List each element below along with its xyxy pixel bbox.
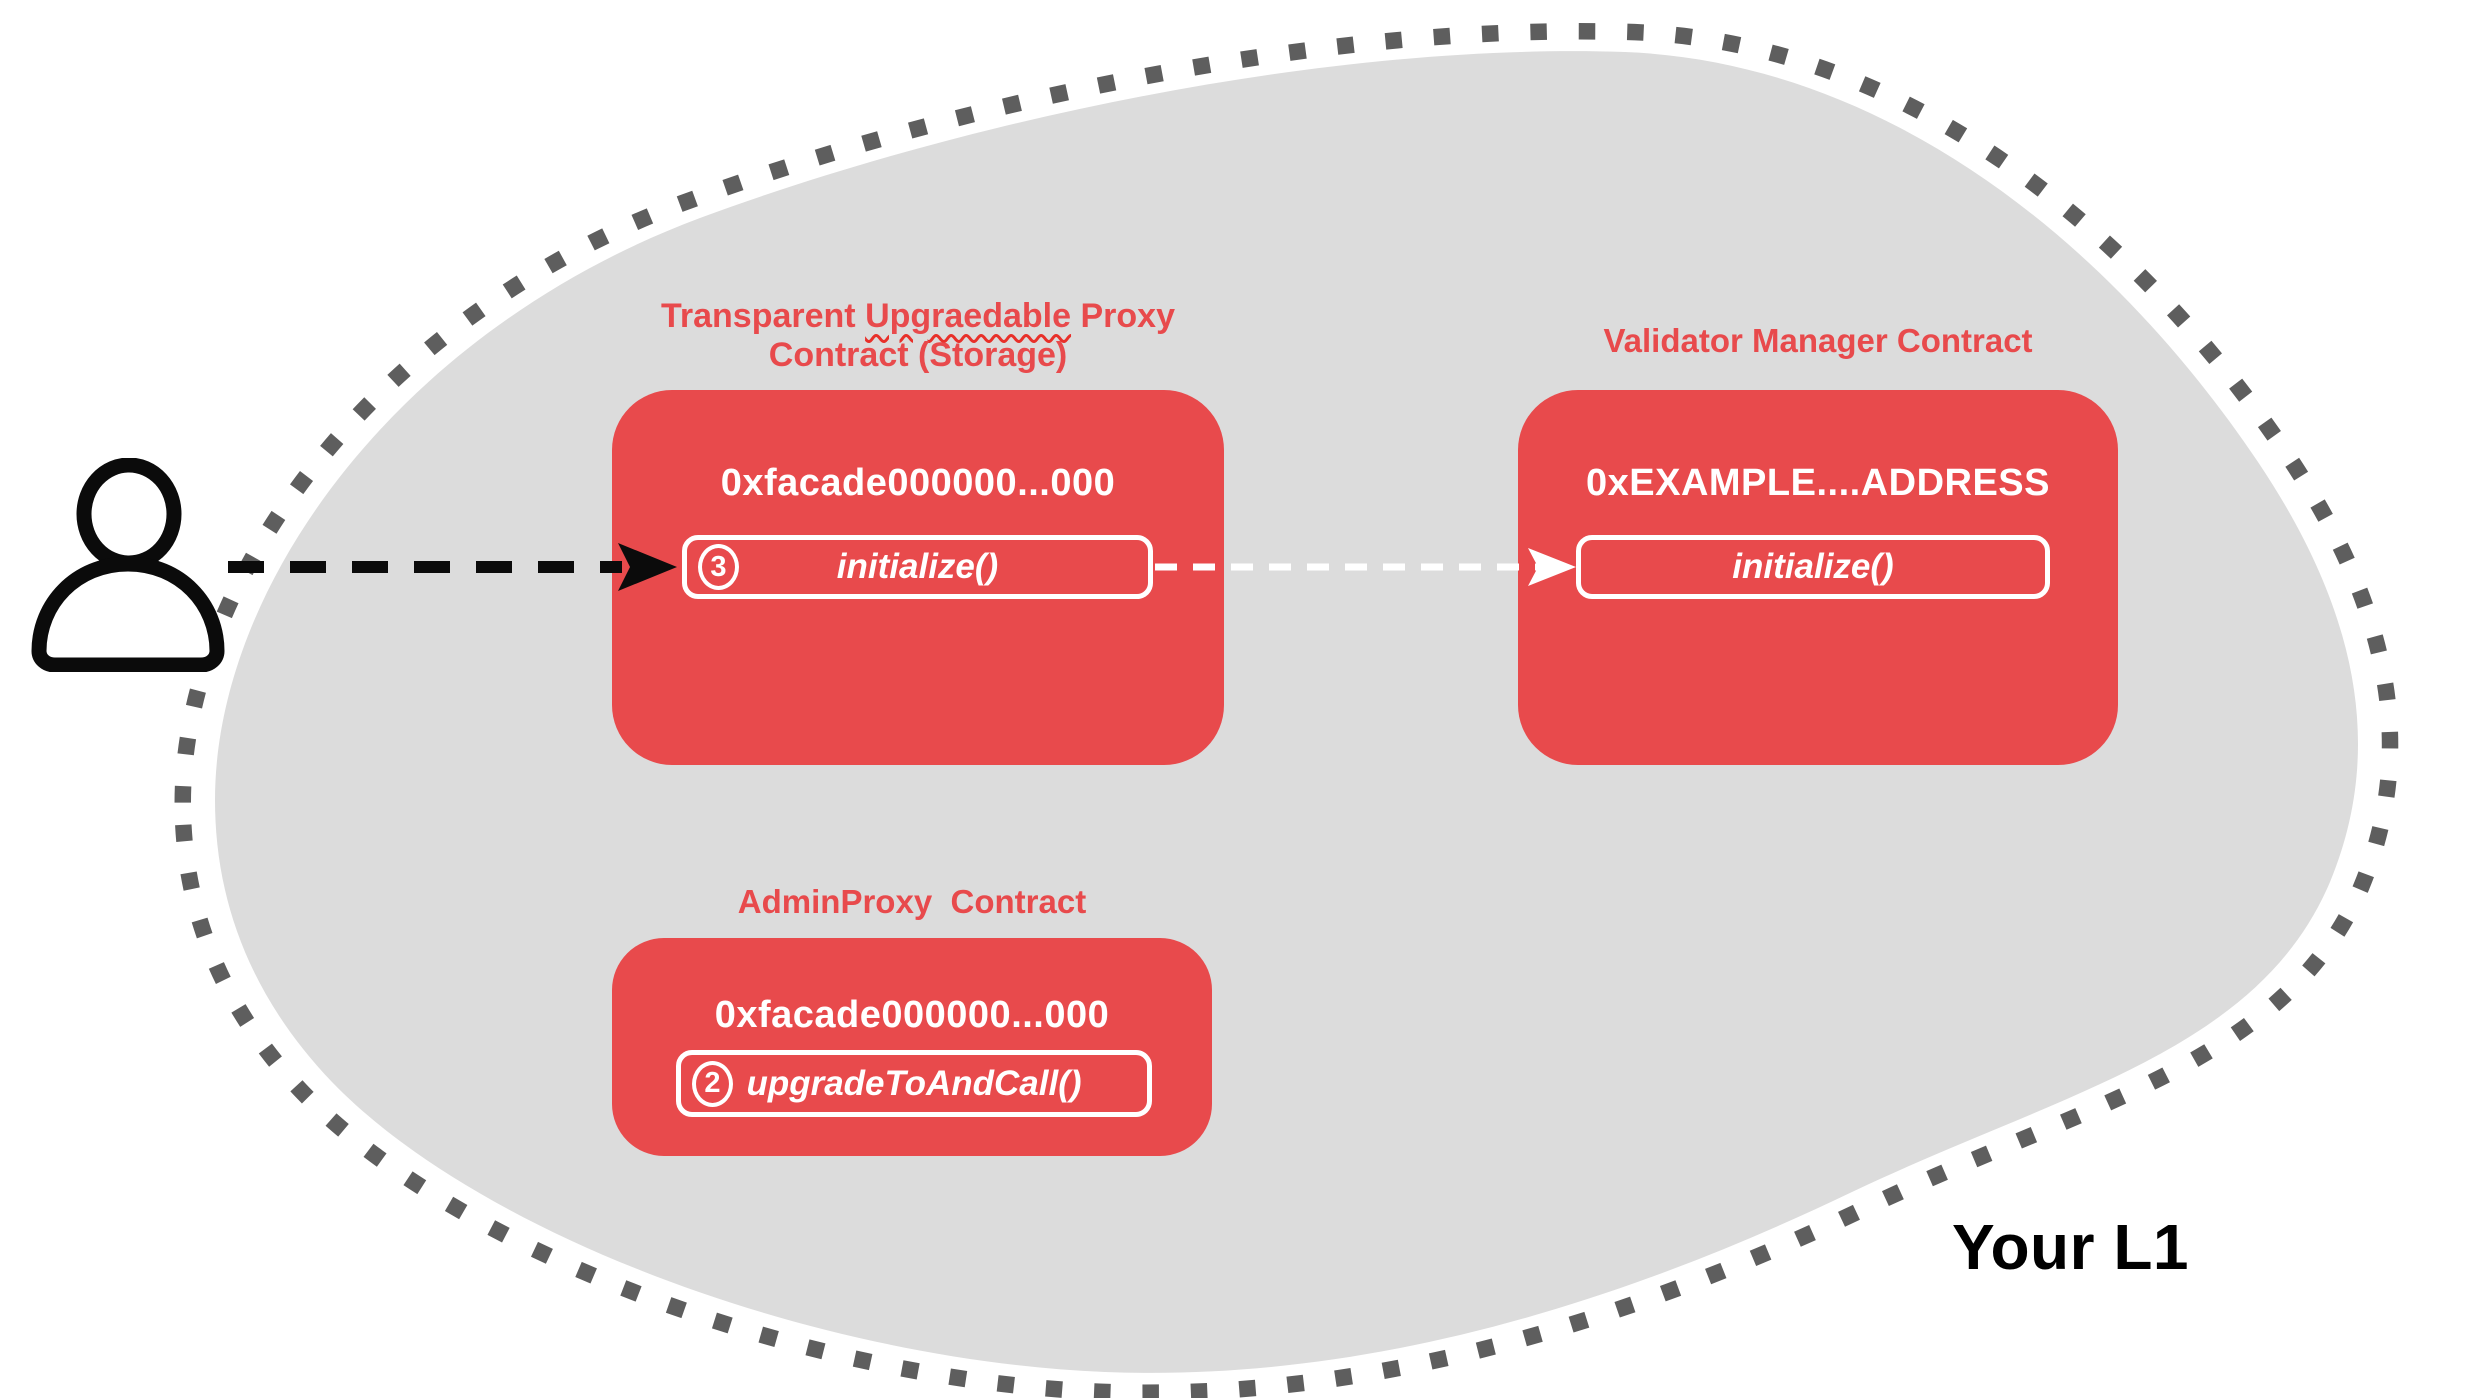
initialize-method-label: initialize() (1732, 547, 1894, 586)
title-word: Transparent (661, 297, 856, 335)
title-word: Proxy (1080, 297, 1175, 335)
user-body (31, 556, 225, 672)
validator-manager-contract-box: 0xEXAMPLE....ADDRESS initialize() (1518, 390, 2118, 765)
transparent-proxy-address: 0xfacade000000...000 (720, 462, 1116, 504)
your-l1-label: Your L1 (1952, 1211, 2189, 1283)
title-word-misspelled: Upgraedable (865, 297, 1072, 335)
step-2-badge: 2 (692, 1060, 733, 1107)
admin-proxy-title: AdminProxy Contract (737, 883, 1087, 920)
initialize-method-pill: 3 initialize() (682, 535, 1153, 599)
upgrade-to-and-call-method-pill: 2 upgradeToAndCall() (676, 1050, 1152, 1117)
transparent-proxy-title: Transparent Upgraedable Proxy Contract (… (582, 297, 1254, 375)
admin-proxy-address: 0xfacade000000...000 (714, 994, 1110, 1036)
title-line2: Contract (Storage) (768, 335, 1068, 374)
user-head (76, 458, 182, 571)
initialize-method-label: initialize() (836, 547, 999, 586)
admin-proxy-contract-box: 0xfacade000000...000 2 upgradeToAndCall(… (612, 938, 1212, 1156)
validator-manager-address: 0xEXAMPLE....ADDRESS (1586, 462, 2050, 504)
user-icon (31, 458, 225, 672)
transparent-proxy-contract-box: 0xfacade000000...000 3 initialize() (612, 390, 1224, 765)
step-3-badge: 3 (698, 544, 739, 590)
upgrade-to-and-call-method-label: upgradeToAndCall() (746, 1063, 1082, 1103)
validator-manager-title: Validator Manager Contract (1603, 322, 2033, 359)
initialize-method-pill: initialize() (1576, 535, 2050, 599)
